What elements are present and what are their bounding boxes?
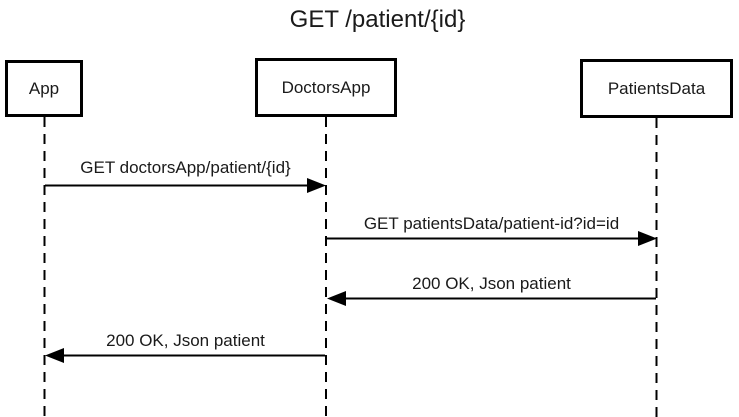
arrowhead-left-icon: [45, 348, 64, 363]
arrowhead-right-icon: [638, 231, 657, 246]
actor-label-doctorsapp: DoctorsApp: [281, 77, 371, 97]
actor-label-patientsdata: PatientsData: [607, 78, 706, 98]
actor-box-app: App: [5, 60, 83, 117]
message-label-3: 200 OK, Json patient: [412, 274, 571, 293]
message-label-2: GET patientsData/patient-id?id=id: [363, 214, 620, 233]
actor-box-patientsdata: PatientsData: [580, 59, 733, 118]
message-label-4: 200 OK, Json patient: [106, 331, 265, 350]
actor-box-doctorsapp: DoctorsApp: [255, 58, 397, 117]
arrowhead-right-icon: [307, 178, 326, 193]
diagram-title: GET /patient/{id}: [289, 6, 466, 33]
actor-label-app: App: [28, 78, 60, 98]
arrowhead-left-icon: [327, 291, 346, 306]
message-label-1: GET doctorsApp/patient/{id}: [80, 158, 291, 177]
